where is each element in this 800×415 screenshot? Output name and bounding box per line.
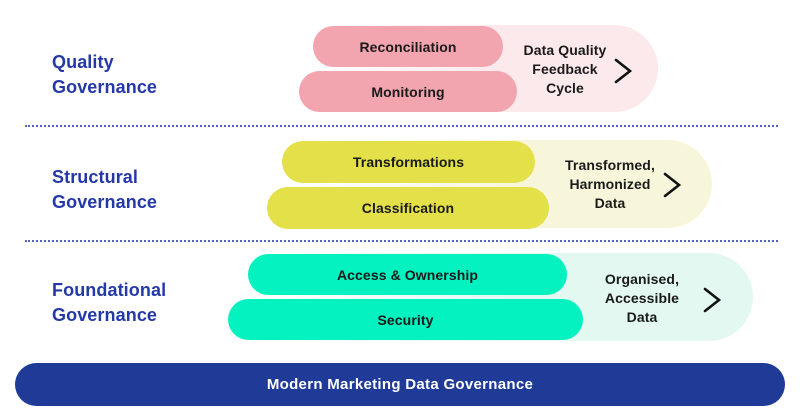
process-pill-transformations: Transformations [282, 141, 535, 183]
process-pill-access-ownership: Access & Ownership [248, 254, 567, 295]
dotted-divider [25, 240, 778, 242]
output-line: Data [626, 309, 658, 325]
chevron-right-icon [612, 57, 634, 85]
output-line: Feedback [532, 61, 598, 77]
row-label-quality-governance: Quality Governance [52, 50, 157, 100]
output-line: Organised, [604, 271, 680, 287]
output-label-structural: Transformed, Harmonized Data [550, 156, 670, 213]
chevron-right-icon [701, 286, 723, 314]
output-line: Harmonized [569, 176, 651, 192]
title-bar-label: Modern Marketing Data Governance [266, 376, 534, 393]
row-label-line: Governance [52, 77, 158, 97]
row-label-line: Governance [52, 305, 158, 325]
output-line: Data Quality [523, 42, 607, 58]
row-label-foundational-governance: Foundational Governance [52, 278, 166, 328]
row-label-line: Structural [52, 167, 139, 187]
process-pill-security: Security [228, 299, 583, 340]
process-pill-reconciliation: Reconciliation [313, 26, 503, 67]
row-label-line: Foundational [52, 280, 167, 300]
output-line: Transformed, [565, 157, 655, 173]
output-line: Cycle [546, 80, 584, 96]
chevron-right-icon [661, 171, 683, 199]
row-label-structural-governance: Structural Governance [52, 165, 157, 215]
output-label-quality: Data Quality Feedback Cycle [505, 41, 625, 98]
process-pill-monitoring: Monitoring [299, 71, 517, 112]
output-line: Data [594, 195, 626, 211]
title-bar: Modern Marketing Data Governance [15, 363, 785, 406]
dotted-divider [25, 125, 778, 127]
process-pill-classification: Classification [267, 187, 549, 229]
output-label-foundational: Organised, Accessible Data [582, 270, 702, 327]
row-label-line: Governance [52, 192, 158, 212]
row-label-line: Quality [52, 52, 114, 72]
output-line: Accessible [604, 290, 680, 306]
